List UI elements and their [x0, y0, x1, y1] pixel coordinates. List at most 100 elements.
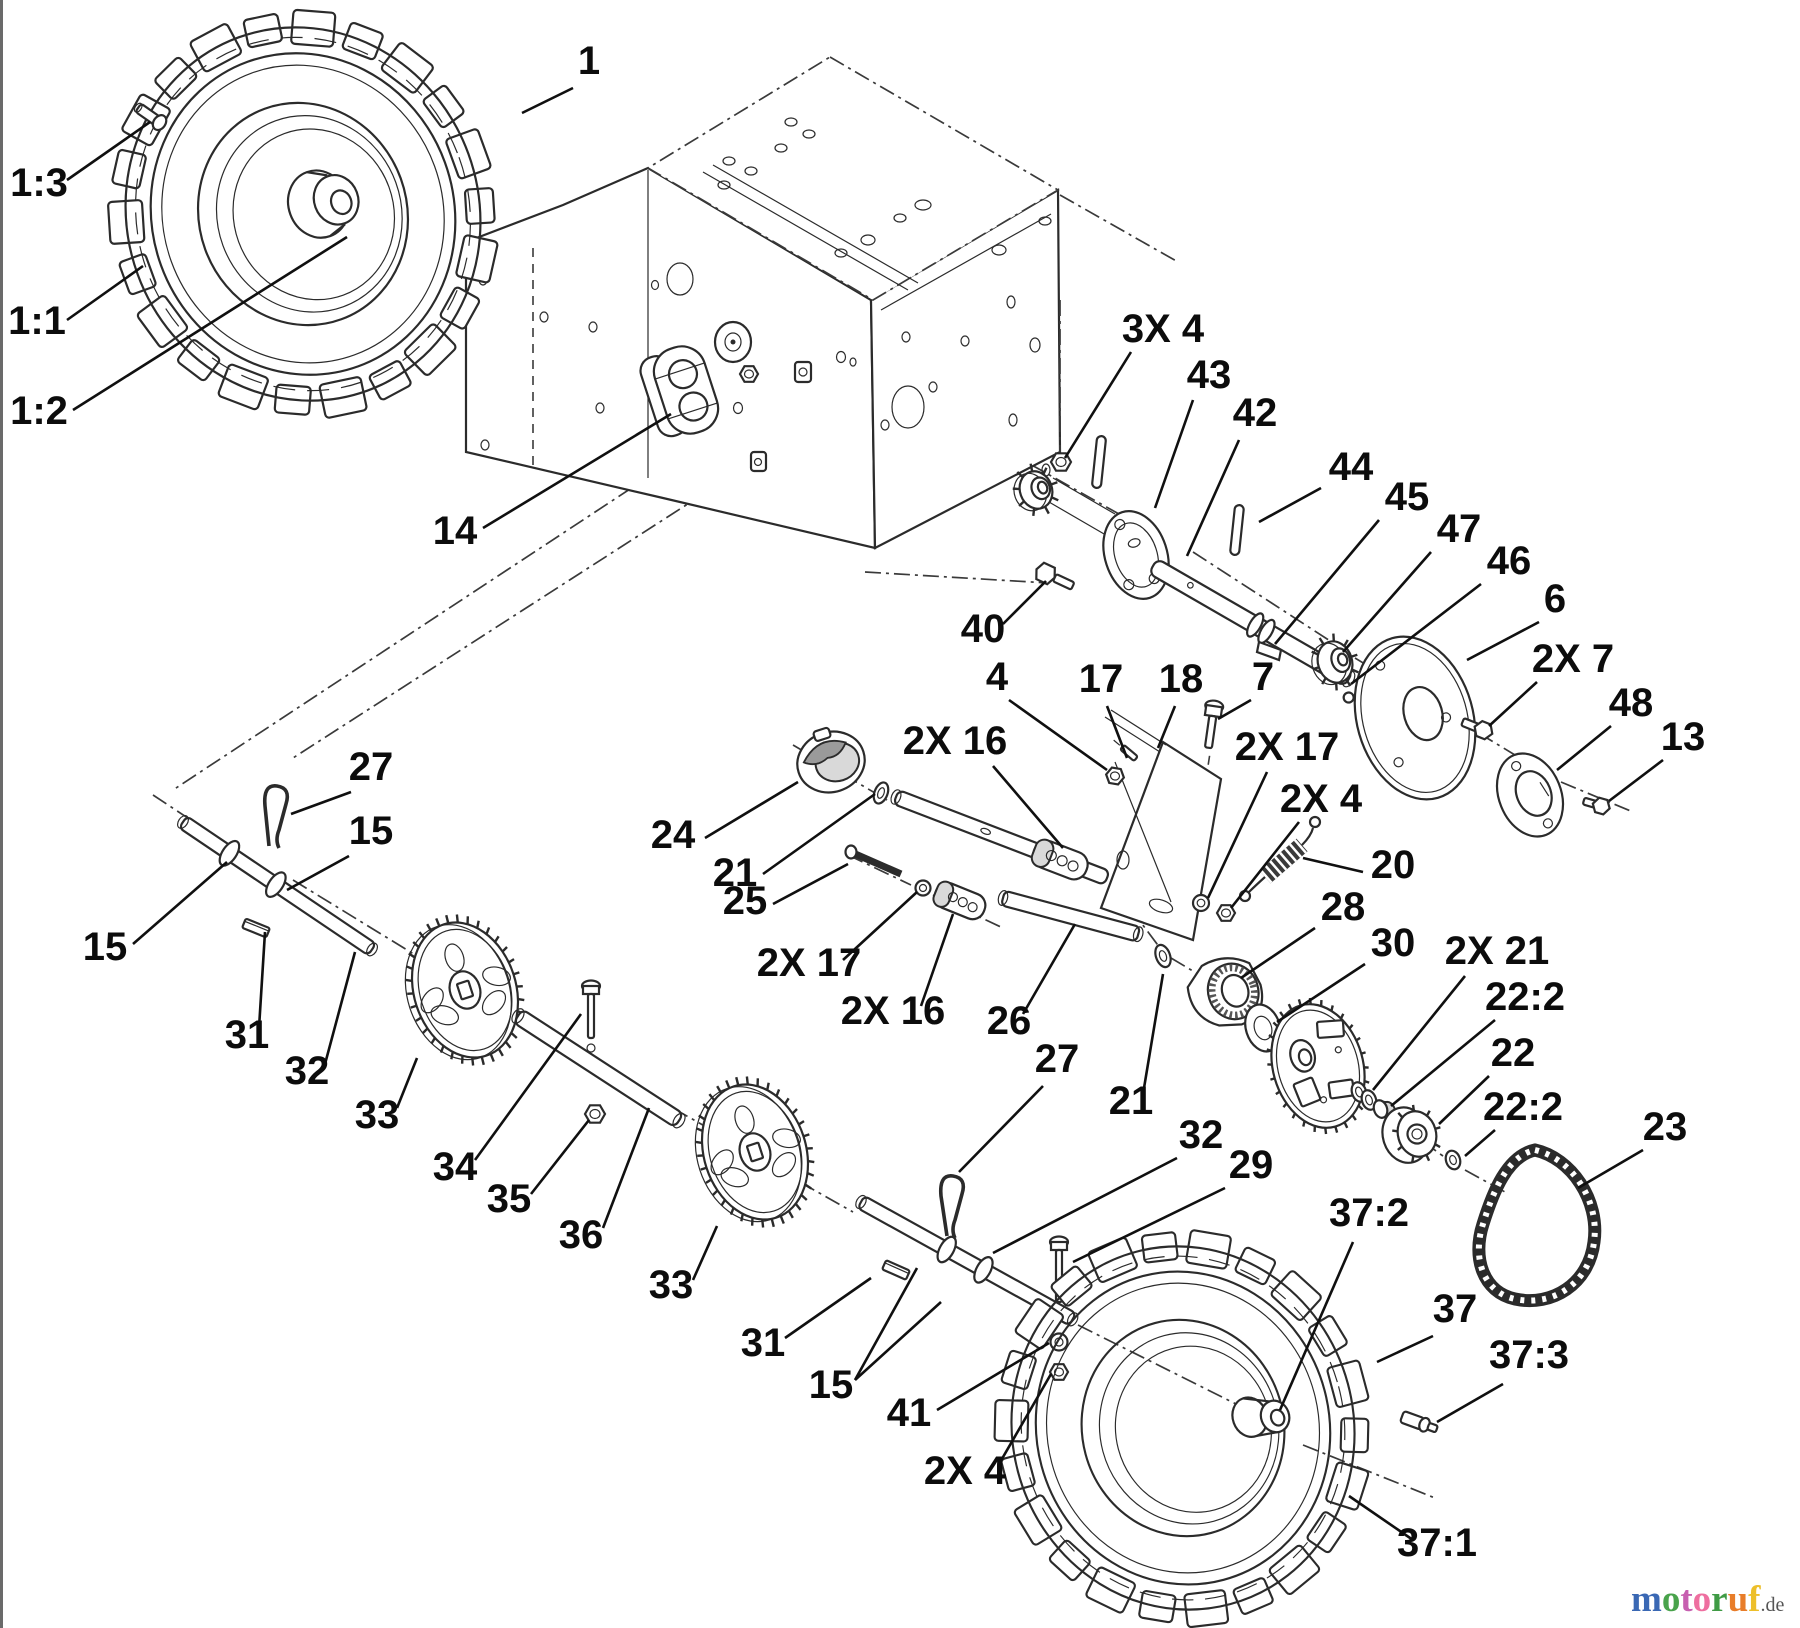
collar-15d	[973, 1256, 994, 1284]
leader-line	[1229, 821, 1301, 909]
leader-line	[1240, 926, 1316, 980]
leader-line	[958, 1085, 1044, 1173]
leader-line	[853, 1267, 919, 1381]
leader-line	[601, 1107, 651, 1229]
callout-label: 2X 16	[841, 989, 946, 1033]
leader-line	[286, 854, 350, 892]
callout-label: 33	[355, 1093, 400, 1137]
leader-line	[132, 861, 228, 945]
callout-label: 21	[713, 851, 758, 895]
leader-line	[395, 1057, 419, 1109]
leader-line	[997, 1373, 1053, 1465]
leader-line	[1577, 1148, 1644, 1190]
leader-line	[1438, 1075, 1490, 1125]
chain-23	[1472, 1143, 1602, 1307]
leader-line	[992, 1156, 1178, 1255]
axis-frame-to-shifter	[292, 461, 754, 759]
nut-35	[583, 1104, 607, 1124]
frame-fold-lines	[702, 164, 1052, 311]
callout-label: 28	[1321, 885, 1366, 929]
leader-line	[521, 86, 574, 115]
callout-label: 15	[349, 809, 394, 853]
callout-label: 22	[1491, 1031, 1536, 1075]
leader-line	[1302, 856, 1364, 874]
callout-label: 42	[1233, 391, 1278, 435]
leader-line	[482, 412, 672, 530]
callout-label: 17	[1079, 657, 1124, 701]
leader-line	[529, 1119, 591, 1195]
leader-line	[1464, 1129, 1496, 1157]
callout-label: 48	[1609, 681, 1654, 725]
axle-weldment-43	[1012, 463, 1170, 600]
callout-label: 37	[1433, 1287, 1478, 1331]
bolt-40	[1035, 561, 1075, 591]
leader-line	[1342, 551, 1432, 653]
callout-label: 15	[83, 925, 128, 969]
callout-label: 2X 4	[1280, 777, 1363, 821]
axle-shaft-42	[1150, 560, 1356, 688]
leader-line	[1371, 975, 1467, 1091]
logo-letter: f	[1748, 1579, 1761, 1620]
callout-label: 36	[559, 1213, 604, 1257]
callout-label: 47	[1437, 507, 1482, 551]
callout-label: 41	[887, 1391, 932, 1435]
leader-line	[1608, 758, 1664, 803]
callout-label: 2X 17	[1235, 725, 1340, 769]
logo-letter: r	[1711, 1579, 1728, 1620]
valve-stem-37-3	[1399, 1410, 1439, 1434]
collar-15a	[218, 839, 241, 867]
leader-line	[1556, 724, 1612, 772]
leader-line	[1348, 1494, 1414, 1542]
axis-bolt-40	[864, 571, 1049, 584]
axle-sprocket	[1012, 463, 1059, 516]
bolt-7	[1203, 699, 1225, 750]
bracket-18	[1099, 709, 1223, 942]
callout-label: 29	[1229, 1143, 1274, 1187]
callout-label: 2X 16	[903, 719, 1008, 763]
callout-label: 31	[741, 1321, 786, 1365]
callout-label: 32	[1179, 1113, 1224, 1157]
shift-clutch-24	[796, 726, 866, 794]
logo-letter: o	[1692, 1579, 1712, 1620]
callout-label: 43	[1187, 353, 1232, 397]
leader-line	[784, 1276, 872, 1340]
leader-line	[1105, 705, 1129, 759]
callout-label: 13	[1661, 715, 1706, 759]
axis-frame-corner	[1059, 194, 1179, 263]
frame-nut	[738, 365, 760, 383]
pin-25	[844, 844, 903, 878]
callout-label: 45	[1385, 475, 1430, 519]
callout-label: 23	[1643, 1105, 1688, 1149]
callout-label: 35	[487, 1177, 532, 1221]
callout-label: 2X 21	[1445, 929, 1550, 973]
callout-label: 37:2	[1329, 1191, 1409, 1235]
key-31a	[241, 917, 271, 939]
leader-line	[1376, 1334, 1434, 1364]
leader-line	[1258, 486, 1322, 524]
bolt-34	[580, 979, 602, 1053]
shaft-32b	[855, 1194, 1079, 1327]
pinion-22	[1381, 1104, 1441, 1164]
leader-line	[323, 951, 357, 1065]
spacer-2x16a	[1030, 838, 1089, 881]
callout-label: 2X 7	[1532, 637, 1614, 681]
callout-label: 3X 4	[1122, 307, 1205, 351]
logo-letter: t	[1680, 1579, 1693, 1620]
washer-2x17b	[1191, 893, 1211, 913]
motoruf-logo[interactable]: motoruf.de	[1631, 1578, 1800, 1622]
leader-line	[1002, 580, 1047, 625]
callout-label: 27	[1035, 1037, 1080, 1081]
pin-44	[1229, 504, 1245, 556]
leader-line	[1072, 1186, 1226, 1264]
callout-label: 14	[433, 509, 478, 553]
callout-label: 1:3	[10, 161, 68, 205]
frame-holes-front	[478, 262, 1051, 477]
nut-3x4	[1049, 452, 1073, 472]
callout-label: 2X 4	[924, 1449, 1007, 1493]
callout-label: 26	[987, 999, 1032, 1043]
callout-label: 2X 17	[757, 941, 862, 985]
cotter-pin-27a	[262, 784, 290, 849]
leader-line	[1021, 923, 1077, 1015]
